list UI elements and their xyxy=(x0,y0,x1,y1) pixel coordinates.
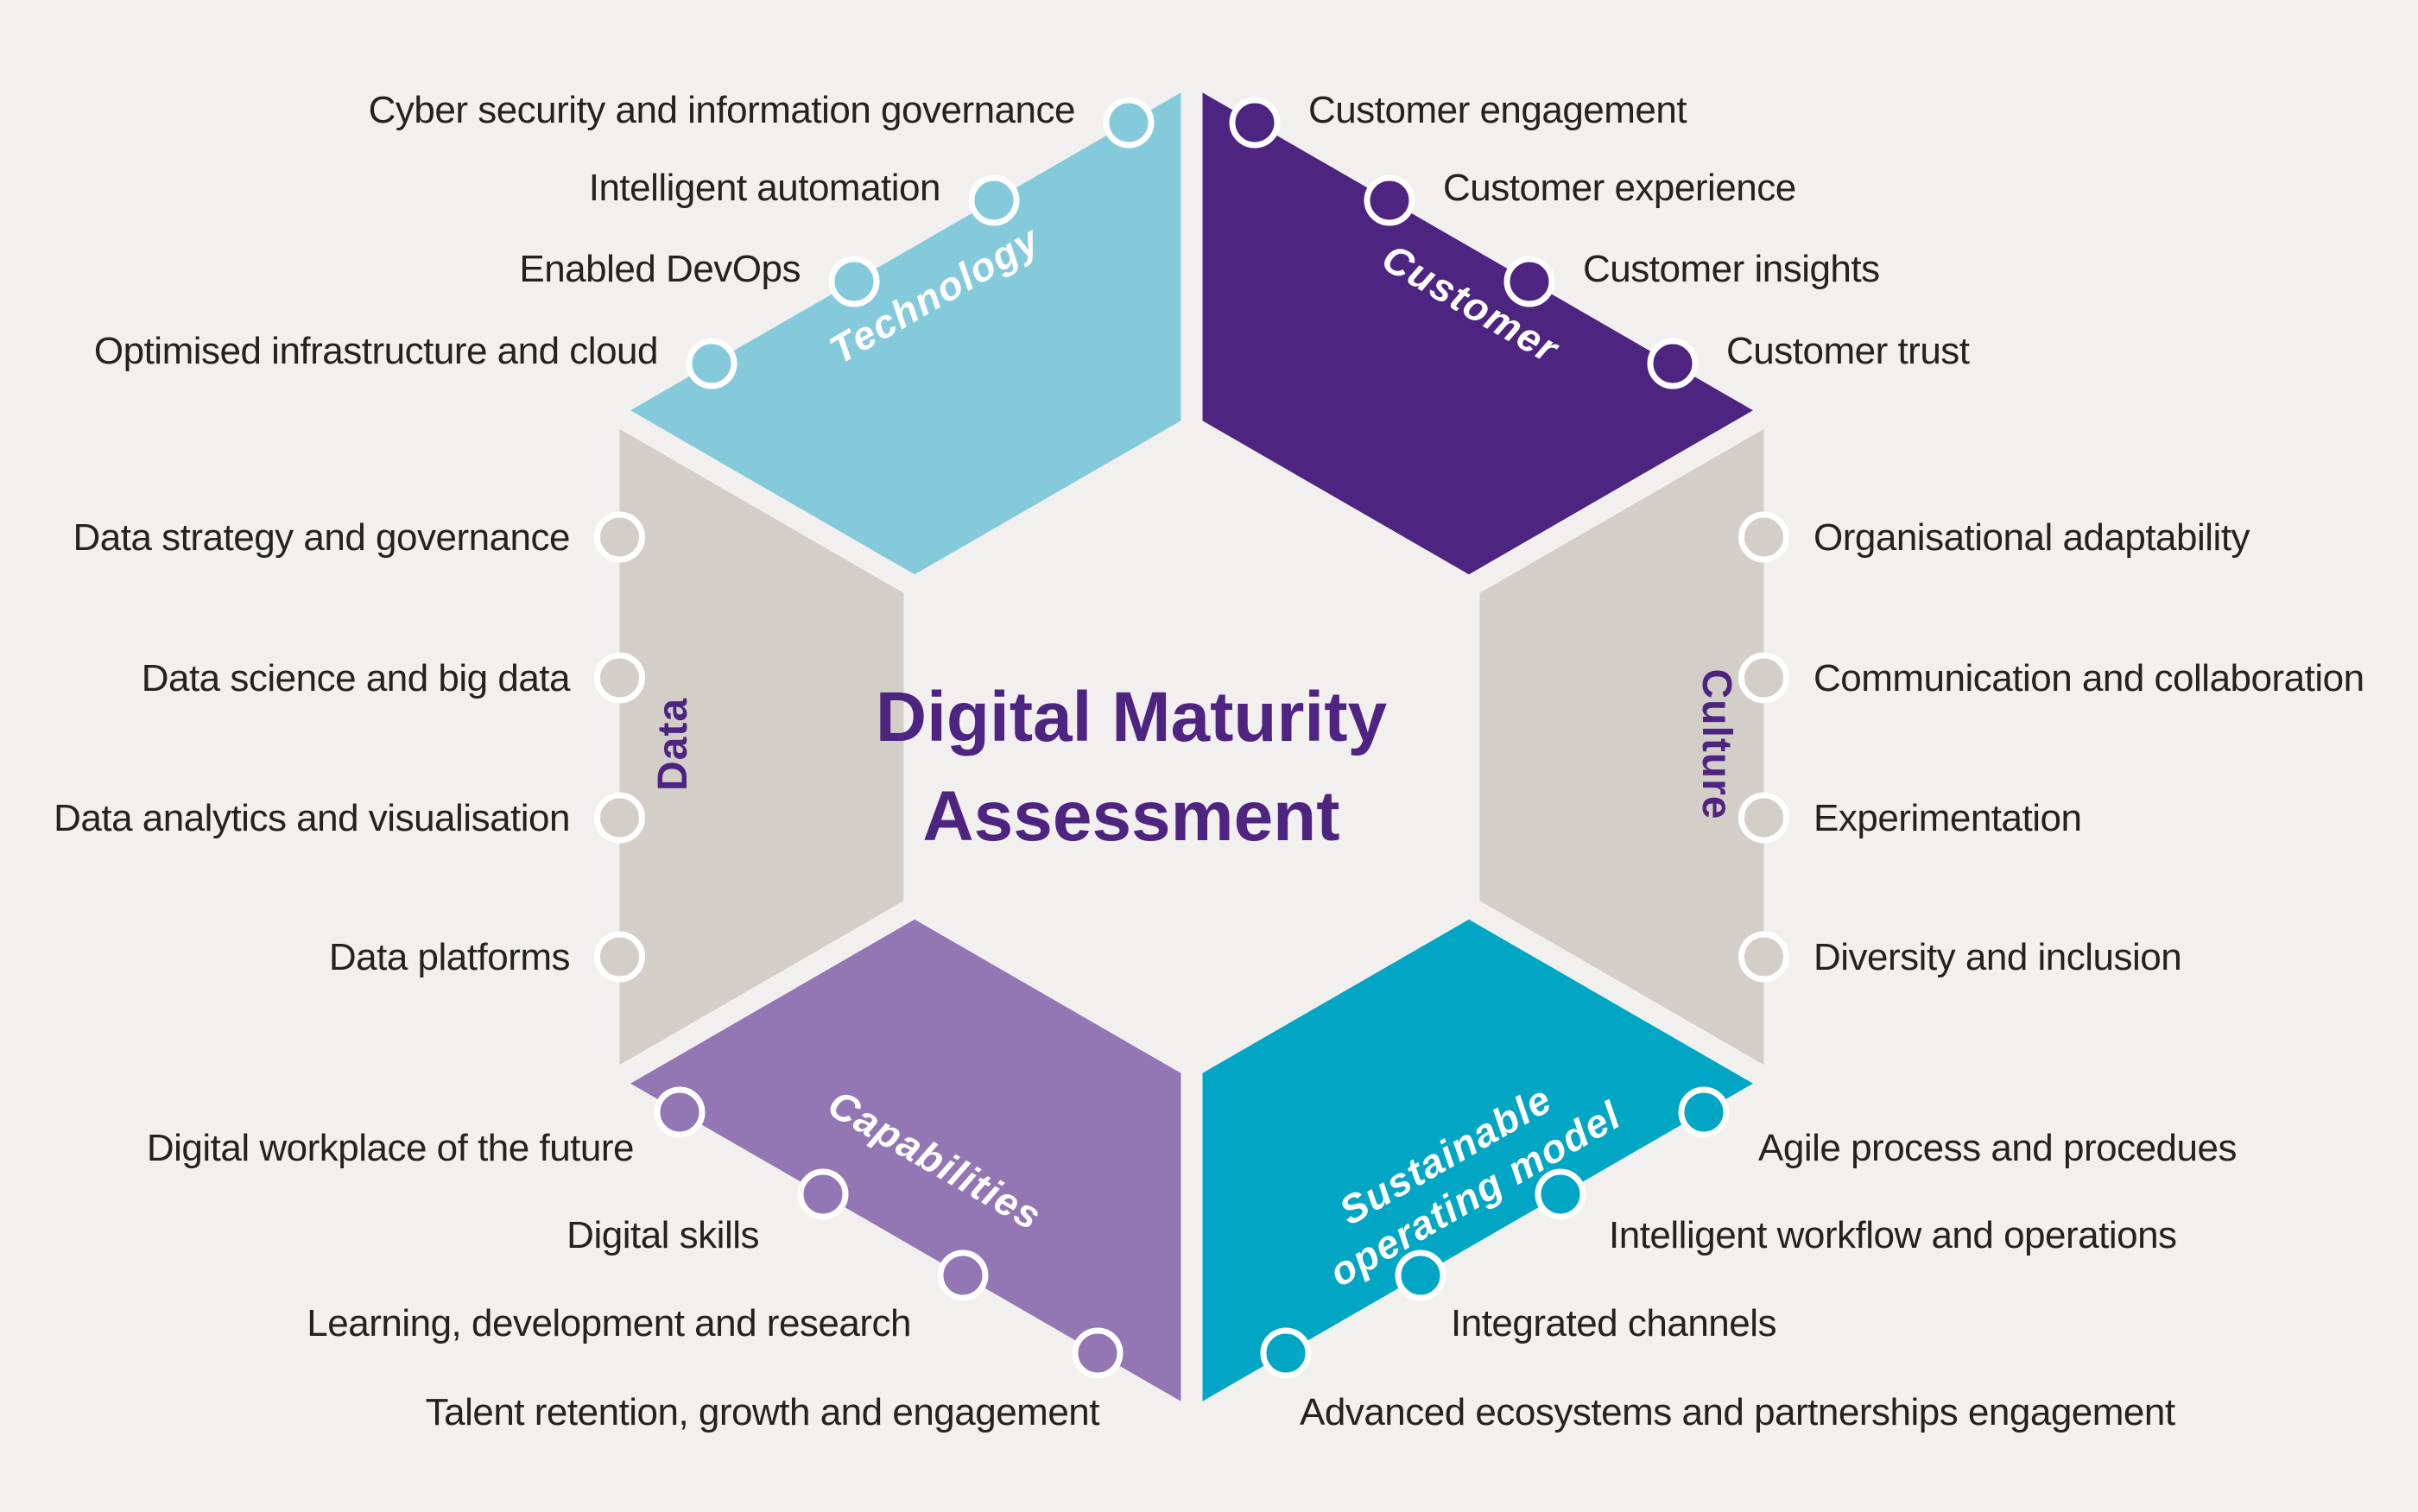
dot-capabilities-4 xyxy=(1072,1327,1124,1379)
segment-capabilities-shape xyxy=(619,913,1192,1408)
item-data-1: Data strategy and governance xyxy=(73,516,571,559)
dot-customer-2 xyxy=(1364,174,1415,226)
item-capabilities-3: Learning, development and research xyxy=(307,1302,911,1344)
item-technology-2: Intelligent automation xyxy=(589,167,940,209)
dot-data-4 xyxy=(594,931,645,983)
segment-customer-shape xyxy=(1192,86,1764,581)
dot-culture-3 xyxy=(1738,792,1789,844)
item-customer-2: Customer experience xyxy=(1443,167,1796,209)
item-data-3: Data analytics and visualisation xyxy=(54,797,570,839)
gap-upper-left xyxy=(595,396,1198,756)
gap-upper-right xyxy=(1186,396,1788,756)
dot-capabilities-1 xyxy=(654,1086,706,1138)
item-capabilities-1: Digital workplace of the future xyxy=(147,1127,634,1169)
dot-capabilities-2 xyxy=(797,1168,849,1220)
segment-culture-shape xyxy=(1479,416,1764,1078)
dot-technology-1 xyxy=(1103,97,1155,149)
dot-customer-3 xyxy=(1503,256,1555,307)
page-title-line1: Digital Maturity xyxy=(876,678,1388,756)
item-technology-1: Cyber security and information governanc… xyxy=(369,89,1075,131)
segment-culture-title: Culture xyxy=(1693,669,1739,820)
dot-data-1 xyxy=(594,511,645,563)
dot-sustainable-3 xyxy=(1395,1249,1446,1301)
segment-data-shape xyxy=(619,416,904,1078)
dot-customer-1 xyxy=(1229,97,1281,149)
segment-technology-shape xyxy=(619,86,1192,581)
dot-technology-2 xyxy=(968,174,1020,226)
item-customer-4: Customer trust xyxy=(1726,330,1970,372)
gap-lower-right xyxy=(1186,737,1788,1098)
dot-technology-4 xyxy=(686,338,737,389)
item-culture-2: Communication and collaboration xyxy=(1814,657,2364,699)
item-sustainable-2: Intelligent workflow and operations xyxy=(1609,1214,2177,1256)
dot-sustainable-1 xyxy=(1678,1086,1730,1138)
gap-lower-left xyxy=(595,737,1198,1098)
dot-capabilities-3 xyxy=(937,1249,989,1301)
item-culture-4: Diversity and inclusion xyxy=(1814,936,2181,978)
dot-sustainable-2 xyxy=(1535,1168,1586,1220)
dot-culture-2 xyxy=(1738,652,1789,704)
item-capabilities-4: Talent retention, growth and engagement xyxy=(426,1391,1100,1433)
dot-data-2 xyxy=(594,652,645,704)
dot-sustainable-4 xyxy=(1260,1327,1312,1379)
item-technology-4: Optimised infrastructure and cloud xyxy=(94,330,658,372)
item-customer-1: Customer engagement xyxy=(1308,89,1687,131)
item-culture-1: Organisational adaptability xyxy=(1814,516,2250,559)
dot-data-3 xyxy=(594,792,645,844)
item-data-4: Data platforms xyxy=(329,936,570,978)
item-technology-3: Enabled DevOps xyxy=(519,248,801,290)
dot-culture-4 xyxy=(1738,931,1789,983)
item-customer-3: Customer insights xyxy=(1583,248,1880,290)
item-capabilities-2: Digital skills xyxy=(567,1214,759,1256)
item-culture-3: Experimentation xyxy=(1814,797,2081,839)
dot-culture-1 xyxy=(1738,511,1789,563)
segment-sustainable-operating-model-shape xyxy=(1192,913,1764,1408)
segment-data-title: Data xyxy=(650,698,696,791)
item-data-2: Data science and big data xyxy=(142,657,571,699)
item-sustainable-4: Advanced ecosystems and partnerships eng… xyxy=(1300,1391,2175,1433)
page-title-line2: Assessment xyxy=(922,777,1339,856)
dot-technology-3 xyxy=(828,256,880,307)
item-sustainable-3: Integrated channels xyxy=(1451,1302,1776,1344)
dot-customer-4 xyxy=(1647,338,1699,389)
item-sustainable-1: Agile process and procedues xyxy=(1758,1127,2237,1169)
